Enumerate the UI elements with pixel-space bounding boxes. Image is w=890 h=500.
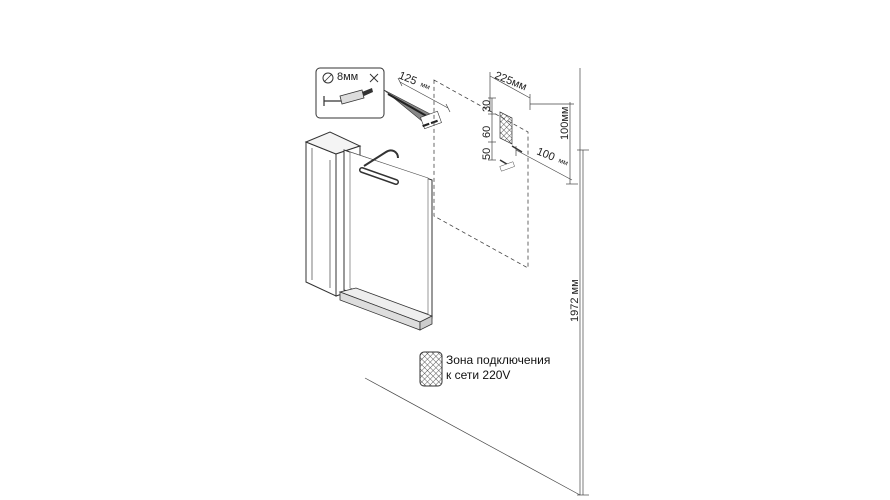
dim-1972-label: 1972 мм	[569, 279, 581, 322]
drill-diameter-label: 8мм	[337, 71, 358, 83]
dim-100h-unit: мм	[557, 157, 569, 167]
connection-zone-wall	[499, 111, 513, 145]
drill-icon: 8мм	[315, 67, 385, 119]
legend-connection-zone: Зона подключения к сети 220V	[419, 351, 550, 387]
mounting-zone-outline	[433, 79, 529, 269]
dim-50-label: 50	[481, 148, 493, 160]
dim-60-label: 60	[481, 126, 493, 138]
dimension-total-height: 1972 мм	[569, 149, 589, 496]
dimension-125: 125 мм	[397, 70, 451, 113]
dim-100v-label: 100мм	[559, 107, 571, 140]
drill-pointer: ▬ ▬	[383, 89, 442, 130]
mirror-cabinet	[304, 131, 434, 331]
dim-125-label: 125	[397, 70, 419, 88]
legend-line-1: Зона подключения	[446, 353, 550, 367]
dimension-225: 225мм	[489, 70, 531, 112]
dimension-small-stack: 30 60 50	[481, 97, 496, 161]
dim-100h-label: 100	[535, 146, 557, 164]
dimension-100-horizontal: 100 мм	[515, 146, 573, 181]
dim-30-label: 30	[481, 100, 493, 112]
screw-markers	[499, 145, 523, 172]
dimension-100-vertical: 100мм	[530, 102, 578, 185]
dim-225-label: 225мм	[493, 70, 529, 94]
dim-125-unit: мм	[419, 81, 431, 91]
legend-line-2: к сети 220V	[446, 368, 510, 382]
wall-outline	[364, 68, 581, 496]
